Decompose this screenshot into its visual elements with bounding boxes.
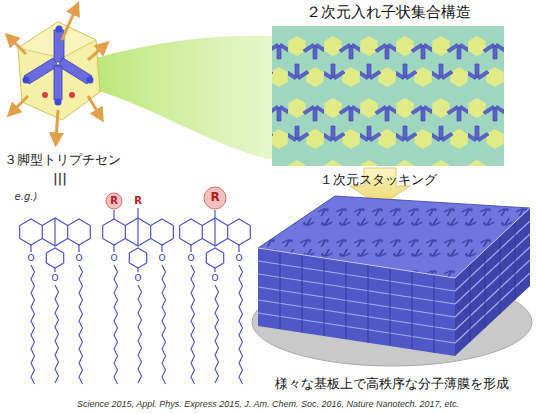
lattice-image — [272, 26, 504, 166]
result-label: 様々な基板上で高秩序な分子薄膜を形成 — [275, 377, 509, 392]
transfer-arrow — [96, 36, 274, 160]
molecule-name: ３脚型トリプチセン — [4, 153, 121, 168]
tripod-molecule — [10, 8, 104, 140]
atom-label: O — [75, 253, 82, 263]
chemical-structures — [20, 187, 251, 384]
atom-label: O — [211, 273, 218, 283]
panel-title: ２次元入れ子状集合構造 — [306, 4, 471, 21]
substituent-label: R — [210, 191, 219, 205]
atom-label: O — [235, 253, 242, 263]
atom-label: O — [158, 253, 165, 263]
atom-label: O — [51, 273, 58, 283]
atom-label: O — [134, 273, 141, 283]
process-label: １次元スタッキング — [320, 173, 437, 188]
atom-label: O — [110, 253, 117, 263]
atom-label: O — [27, 253, 34, 263]
example-mark: e.g.) — [15, 191, 38, 203]
substituent-label: R — [110, 195, 118, 207]
atom-label: O — [187, 253, 194, 263]
molecular-film — [258, 196, 530, 356]
substituent-label: R — [134, 195, 142, 207]
citation-note: Science 2015, Appl. Phys. Express 2015, … — [77, 399, 459, 409]
equivalence-mark: ||| — [53, 172, 67, 187]
